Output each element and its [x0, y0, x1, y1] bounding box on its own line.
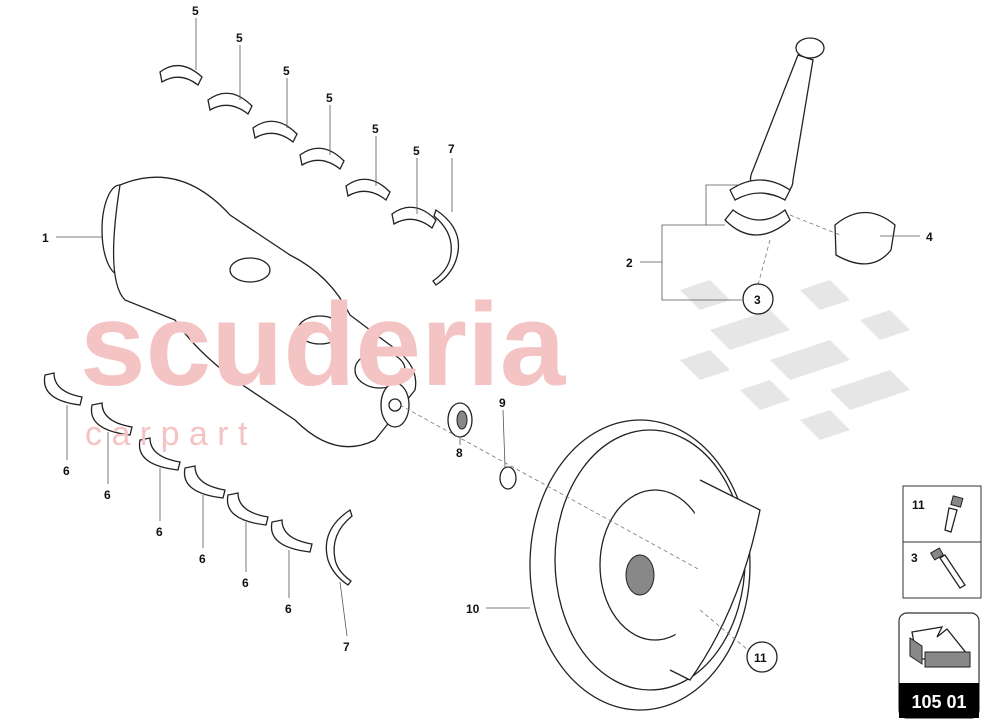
callout-6: 6: [199, 552, 206, 566]
callout-5: 5: [283, 64, 290, 78]
upper-bearing-shells: [159, 65, 437, 230]
callout-11: 11: [754, 651, 767, 665]
callout-2: 2: [626, 256, 633, 270]
callout-9: 9: [499, 396, 506, 410]
callout-7: 7: [343, 640, 350, 654]
callout-5: 5: [326, 91, 333, 105]
watermark-logo: scuderia c a r p a r t: [80, 279, 567, 453]
section-arrow-icon: [909, 626, 971, 668]
fastener-legend: 11 3: [902, 485, 982, 599]
conrod-bolt-icon: [929, 547, 966, 589]
callout-5: 5: [413, 144, 420, 158]
seal-hub: [456, 410, 468, 430]
vibration-damper: [529, 419, 761, 711]
lower-bearing-shells: [43, 372, 313, 553]
legend-number-3: 3: [911, 551, 918, 565]
callout-7: 7: [448, 142, 455, 156]
section-code: 105 01: [911, 692, 966, 712]
leader-lines: [56, 18, 920, 673]
callout-6: 6: [285, 602, 292, 616]
watermark-brand: scuderia: [80, 279, 567, 411]
callout-6: 6: [156, 525, 163, 539]
checkered-flag: [680, 280, 910, 440]
callout-10: 10: [466, 602, 480, 616]
connecting-rod: [724, 37, 896, 265]
crankshaft: [101, 176, 417, 448]
thrust-washer-lower: [325, 508, 353, 586]
callout-4: 4: [926, 230, 933, 244]
thrust-washer-upper: [432, 208, 460, 286]
legend-number-11: 11: [912, 498, 925, 512]
callout-5: 5: [236, 31, 243, 45]
section-badge: 105 01: [898, 612, 980, 719]
callout-circle-11: [746, 641, 778, 673]
callout-8: 8: [456, 446, 463, 460]
callout-6: 6: [63, 464, 70, 478]
callout-labels: 5 5 5 5 5 5 7 1 2 3 4 6 6 6 6 6 6 7 8 9 …: [42, 4, 933, 665]
callout-6: 6: [104, 488, 111, 502]
callout-5: 5: [192, 4, 199, 18]
bolt-icon: [944, 495, 964, 533]
callout-circle-3: [742, 283, 774, 315]
callout-3: 3: [754, 293, 761, 307]
callout-6: 6: [242, 576, 249, 590]
watermark-sub: c a r p a r t: [85, 415, 248, 453]
callout-1: 1: [42, 231, 49, 245]
callout-5: 5: [372, 122, 379, 136]
circlip: [499, 466, 517, 490]
